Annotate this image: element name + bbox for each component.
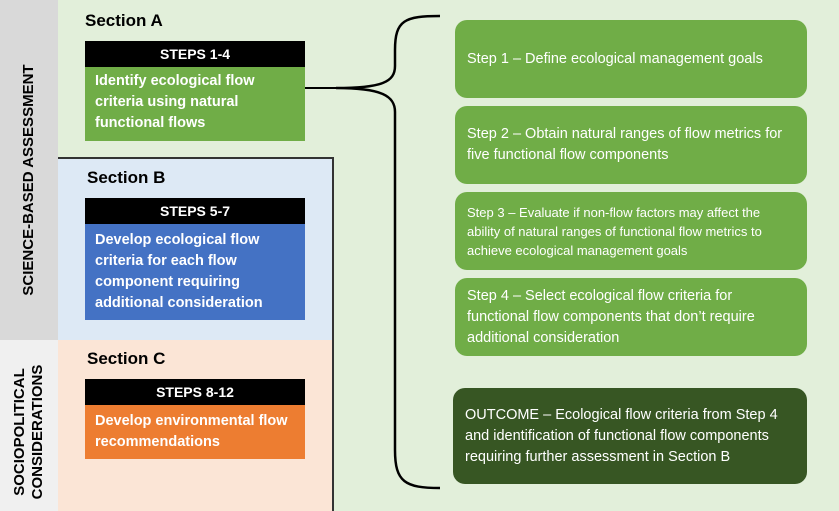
step-1-box: Step 1 – Define ecological management go… bbox=[455, 20, 807, 98]
section-b-title: Section B bbox=[87, 168, 166, 187]
science-side-panel bbox=[0, 0, 58, 340]
section-b-steps-bar: STEPS 5-7 bbox=[85, 198, 305, 224]
step-3-text: Step 3 – Evaluate if non-flow factors ma… bbox=[467, 204, 762, 258]
step-1-text: Step 1 – Define ecological management go… bbox=[467, 50, 763, 67]
step-2-text: Step 2 – Obtain natural ranges of flow m… bbox=[467, 126, 783, 163]
step-2-box: Step 2 – Obtain natural ranges of flow m… bbox=[455, 106, 807, 184]
section-c-title: Section C bbox=[87, 349, 166, 368]
outcome-text: OUTCOME – Ecological flow criteria from … bbox=[465, 406, 778, 465]
step-4-box: Step 4 – Select ecological flow criteria… bbox=[455, 278, 807, 356]
step-3-box: Step 3 – Evaluate if non-flow factors ma… bbox=[455, 192, 807, 270]
sociopolitical-side-panel bbox=[0, 340, 58, 511]
curly-brace bbox=[335, 14, 441, 490]
section-c-steps-bar: STEPS 8-12 bbox=[85, 379, 305, 405]
section-a-steps-bar: STEPS 1-4 bbox=[85, 41, 305, 67]
section-c-description: Develop environmental flow recommendatio… bbox=[85, 405, 305, 459]
outcome-box: OUTCOME – Ecological flow criteria from … bbox=[453, 388, 807, 484]
step-4-text: Step 4 – Select ecological flow criteria… bbox=[467, 287, 755, 346]
section-a-title: Section A bbox=[85, 11, 163, 30]
section-b-description: Develop ecological flow criteria for eac… bbox=[85, 224, 305, 320]
section-a-description: Identify ecological flow criteria using … bbox=[85, 67, 305, 141]
